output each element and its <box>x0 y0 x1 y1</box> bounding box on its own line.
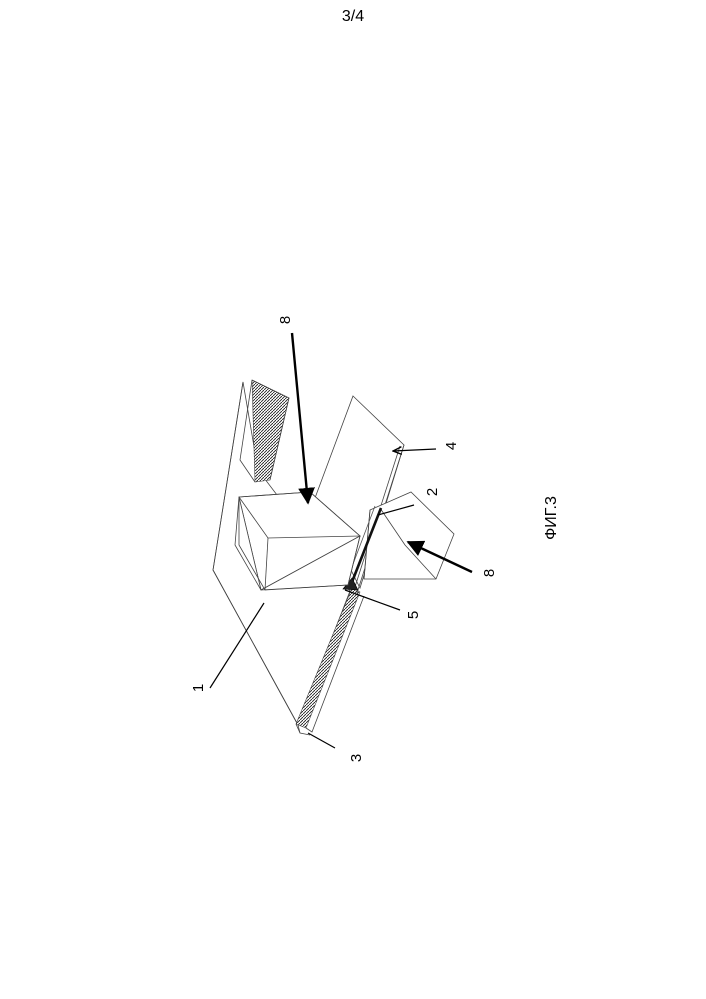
label-edge: 5 <box>405 611 422 619</box>
label-strip: 4 <box>443 442 460 450</box>
leader-layer <box>308 733 335 748</box>
label-arrow-top: 8 <box>277 316 294 324</box>
label-arrow-right: 8 <box>481 569 498 577</box>
label-plate: 1 <box>190 684 207 692</box>
label-layer: 3 <box>348 754 365 762</box>
figure-caption: ФИГ.3 <box>543 496 560 540</box>
arrow-top <box>292 333 308 503</box>
label-stripe: 2 <box>424 488 441 496</box>
